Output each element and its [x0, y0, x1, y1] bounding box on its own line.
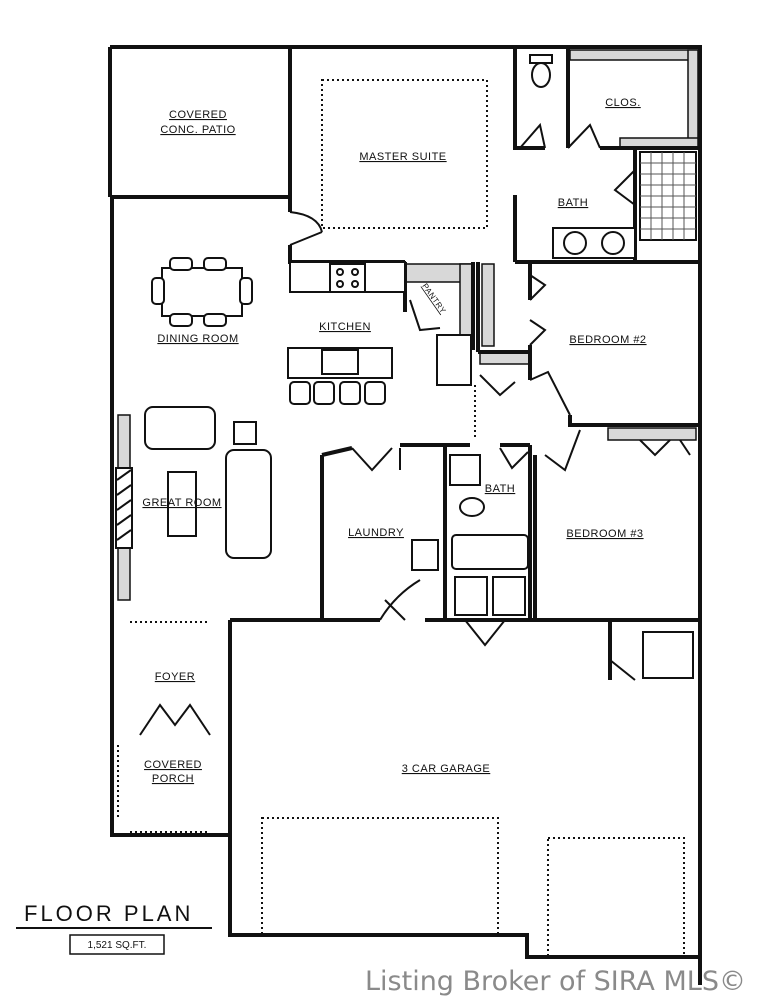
door-swing — [519, 122, 601, 149]
toilet — [459, 497, 485, 517]
door-swing — [479, 370, 571, 416]
bathtub — [451, 534, 529, 570]
refrigerator — [436, 334, 472, 386]
sectional — [225, 449, 272, 559]
sink — [563, 231, 587, 255]
closet-shelf — [687, 49, 699, 149]
laundry-label: LAUNDRY — [348, 527, 404, 539]
interior-wall — [112, 47, 700, 680]
patio-label: COVERED — [169, 109, 227, 121]
foyer-label: FOYER — [155, 671, 195, 683]
door-swing — [609, 659, 636, 681]
closet-shelf — [481, 263, 495, 347]
exterior-wall — [108, 45, 702, 985]
kitchen-label: KITCHEN — [319, 321, 371, 333]
dryer — [492, 576, 526, 616]
door-swing — [499, 429, 581, 472]
end-table — [233, 421, 257, 445]
door-swing — [379, 579, 421, 621]
bedroom3-label: BEDROOM #3 — [566, 528, 643, 540]
sofa — [144, 406, 216, 450]
area-box — [69, 934, 165, 955]
master-suite-label: MASTER SUITE — [359, 151, 446, 163]
washer — [454, 576, 488, 616]
dining-room-label: DINING ROOM — [157, 333, 238, 345]
sink — [321, 349, 359, 375]
door-swing — [409, 299, 441, 332]
great-room-label: GREAT ROOM — [142, 497, 221, 509]
toilet — [531, 62, 551, 88]
door-swing — [139, 703, 211, 736]
chair — [169, 257, 193, 271]
closet-shelf — [607, 427, 697, 441]
garage-label: 3 CAR GARAGE — [402, 763, 491, 775]
opening — [117, 385, 476, 833]
garage-door — [261, 817, 499, 936]
master-bath-label: BATH — [558, 197, 589, 209]
laundry-sink — [411, 539, 439, 571]
stool — [289, 381, 311, 405]
closet-label: CLOS. — [605, 97, 641, 109]
door-swing — [464, 619, 506, 647]
garage-door — [547, 837, 685, 957]
bath2-label: BATH — [485, 483, 516, 495]
door-swing — [529, 274, 547, 346]
patio-label: CONC. PATIO — [160, 124, 235, 136]
porch-label: COVERED — [144, 759, 202, 771]
plan-title: FLOOR PLAN — [24, 901, 193, 926]
area-label: 1,521 SQ.FT. — [88, 940, 147, 951]
coffee-table — [167, 471, 197, 537]
dining-table — [161, 267, 243, 317]
fireplace-hatch — [116, 469, 132, 541]
pantry-label: PANTRY — [420, 282, 447, 316]
door-swing — [613, 169, 636, 206]
door-swing — [289, 211, 323, 246]
bedroom2-label: BEDROOM #2 — [569, 334, 646, 346]
watermark: Listing Broker of SIRA MLS© — [365, 966, 746, 997]
shower — [639, 151, 697, 241]
tray-ceiling — [321, 79, 488, 229]
closet-shelf — [569, 49, 699, 61]
porch-label: PORCH — [152, 773, 194, 785]
sink — [449, 454, 481, 486]
range — [329, 263, 366, 293]
door-swing — [639, 439, 691, 457]
door-swing — [351, 447, 401, 472]
burner — [336, 268, 344, 276]
storage-box — [642, 631, 694, 679]
